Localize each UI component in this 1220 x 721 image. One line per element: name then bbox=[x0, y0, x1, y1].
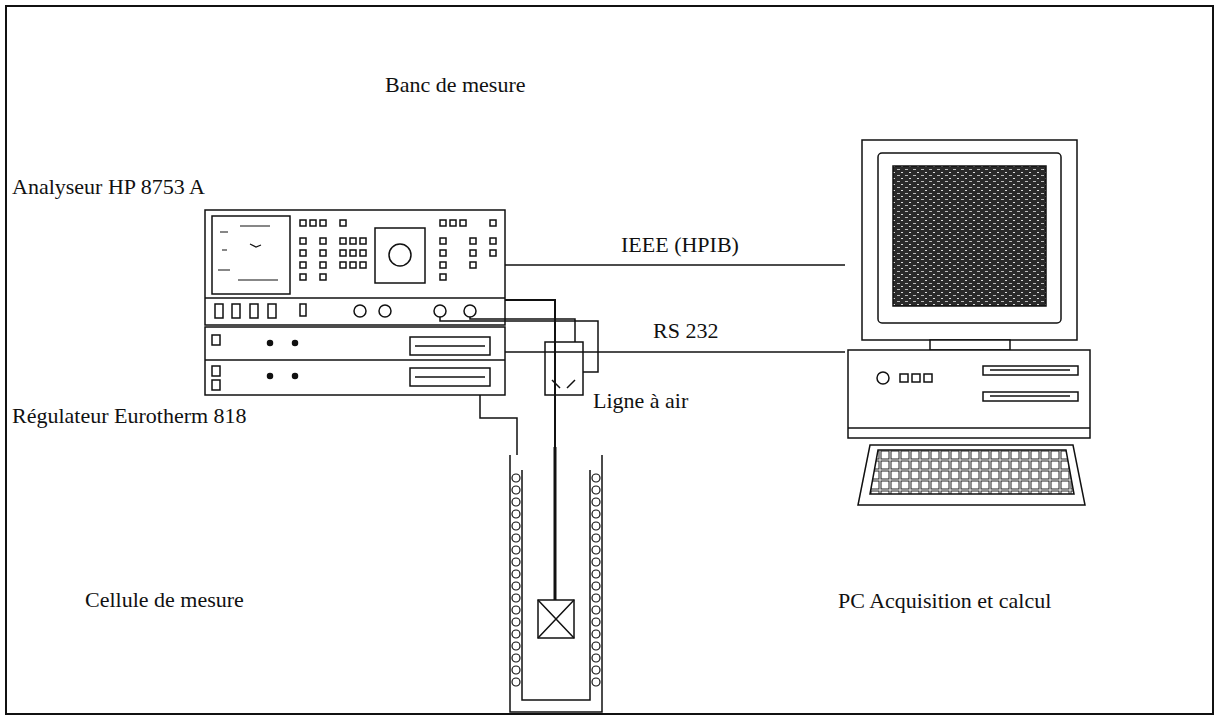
coil-winding bbox=[592, 486, 600, 494]
coil-winding bbox=[512, 666, 520, 674]
node-label: Analyseur HP 8753 A bbox=[12, 174, 205, 199]
coil-winding bbox=[592, 474, 600, 482]
connector bbox=[505, 300, 555, 447]
computer: PC Acquisition et calcul bbox=[845, 140, 1090, 505]
coil-winding bbox=[512, 654, 520, 662]
title: Banc de mesure bbox=[385, 72, 526, 97]
coil-winding bbox=[592, 522, 600, 530]
coil-winding bbox=[512, 678, 520, 686]
frame bbox=[6, 6, 1213, 714]
connection-label: RS 232 bbox=[650, 318, 721, 343]
connector bbox=[505, 265, 845, 266]
coil-winding bbox=[512, 546, 520, 554]
coil-winding bbox=[512, 570, 520, 578]
computer-drawing bbox=[848, 140, 1090, 505]
coil-winding bbox=[512, 510, 520, 518]
node-label: Cellule de mesure bbox=[85, 587, 244, 612]
coil-winding bbox=[592, 630, 600, 638]
coil-winding bbox=[512, 582, 520, 590]
coil-winding bbox=[592, 606, 600, 614]
node-label: PC Acquisition et calcul bbox=[838, 588, 1051, 613]
coil-winding bbox=[512, 594, 520, 602]
coil-winding bbox=[592, 546, 600, 554]
network-analyzer: Analyseur HP 8753 A bbox=[205, 210, 505, 325]
coil-winding bbox=[512, 522, 520, 530]
coil-winding bbox=[592, 582, 600, 590]
coupler bbox=[545, 342, 583, 395]
coil-winding bbox=[592, 642, 600, 650]
coil-winding bbox=[592, 666, 600, 674]
coil-winding bbox=[592, 510, 600, 518]
node-label: Régulateur Eurotherm 818 bbox=[12, 403, 247, 428]
temperature-regulator: Régulateur Eurotherm 818 bbox=[205, 327, 505, 395]
coil-winding bbox=[512, 642, 520, 650]
coil-winding bbox=[592, 618, 600, 626]
connection-label: Ligne à air bbox=[590, 388, 691, 413]
coil-winding bbox=[592, 498, 600, 506]
coil-winding bbox=[512, 534, 520, 542]
coil-winding bbox=[592, 654, 600, 662]
coil-winding bbox=[512, 630, 520, 638]
connector-line bbox=[505, 264, 845, 266]
analyzer-drawing bbox=[205, 210, 505, 325]
coil-winding bbox=[512, 498, 520, 506]
coil-winding bbox=[512, 606, 520, 614]
coil-winding bbox=[592, 534, 600, 542]
coil-winding bbox=[592, 558, 600, 566]
coil-winding bbox=[592, 678, 600, 686]
measurement-cell: Cellule de mesure bbox=[508, 447, 604, 715]
coil-winding bbox=[592, 570, 600, 578]
measurement-cell bbox=[510, 447, 602, 712]
connection-label: IEEE (HPIB) bbox=[618, 232, 742, 257]
connector-line bbox=[505, 300, 555, 447]
regulator-drawing bbox=[205, 327, 505, 395]
coil-winding bbox=[512, 474, 520, 482]
coil-winding bbox=[512, 486, 520, 494]
coil-winding bbox=[512, 558, 520, 566]
coil-winding bbox=[592, 594, 600, 602]
coil-winding bbox=[512, 618, 520, 626]
wire bbox=[360, 317, 598, 455]
